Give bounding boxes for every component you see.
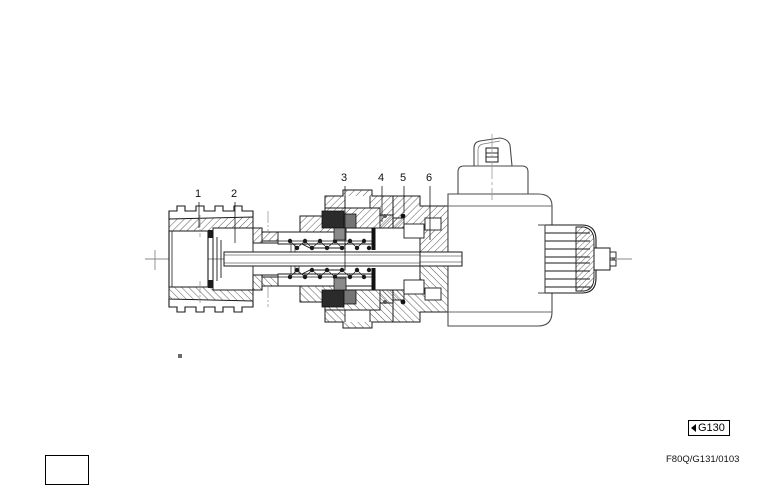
valve-body-port-block [392, 195, 449, 323]
section-detail-lines [199, 211, 269, 307]
spring-seat-dark-blocks [321, 210, 376, 308]
callout-3: 3 [341, 172, 348, 184]
callout-6: 6 [426, 172, 433, 184]
spool-shaft-right [419, 251, 463, 267]
reference-badge-label: G130 [698, 421, 725, 434]
callout-1: 1 [195, 188, 202, 200]
callout-4: 4 [378, 172, 385, 184]
centering-spring-assembly [277, 231, 373, 287]
left-arrow-icon [691, 424, 696, 432]
symbol-legend-box [45, 455, 89, 485]
reference-badge[interactable]: G130 [688, 420, 730, 436]
end-cap-flange-assembly [168, 205, 254, 313]
callout-leader-lines [198, 186, 431, 268]
callout-2: 2 [231, 188, 238, 200]
knurled-adjustment-knob [538, 224, 632, 294]
solenoid-housing-outline [447, 193, 553, 327]
lower-tick-mark [178, 354, 182, 358]
callout-5: 5 [400, 172, 407, 184]
electrical-connector [457, 134, 529, 200]
document-code: F80Q/G131/0103 [666, 454, 740, 465]
